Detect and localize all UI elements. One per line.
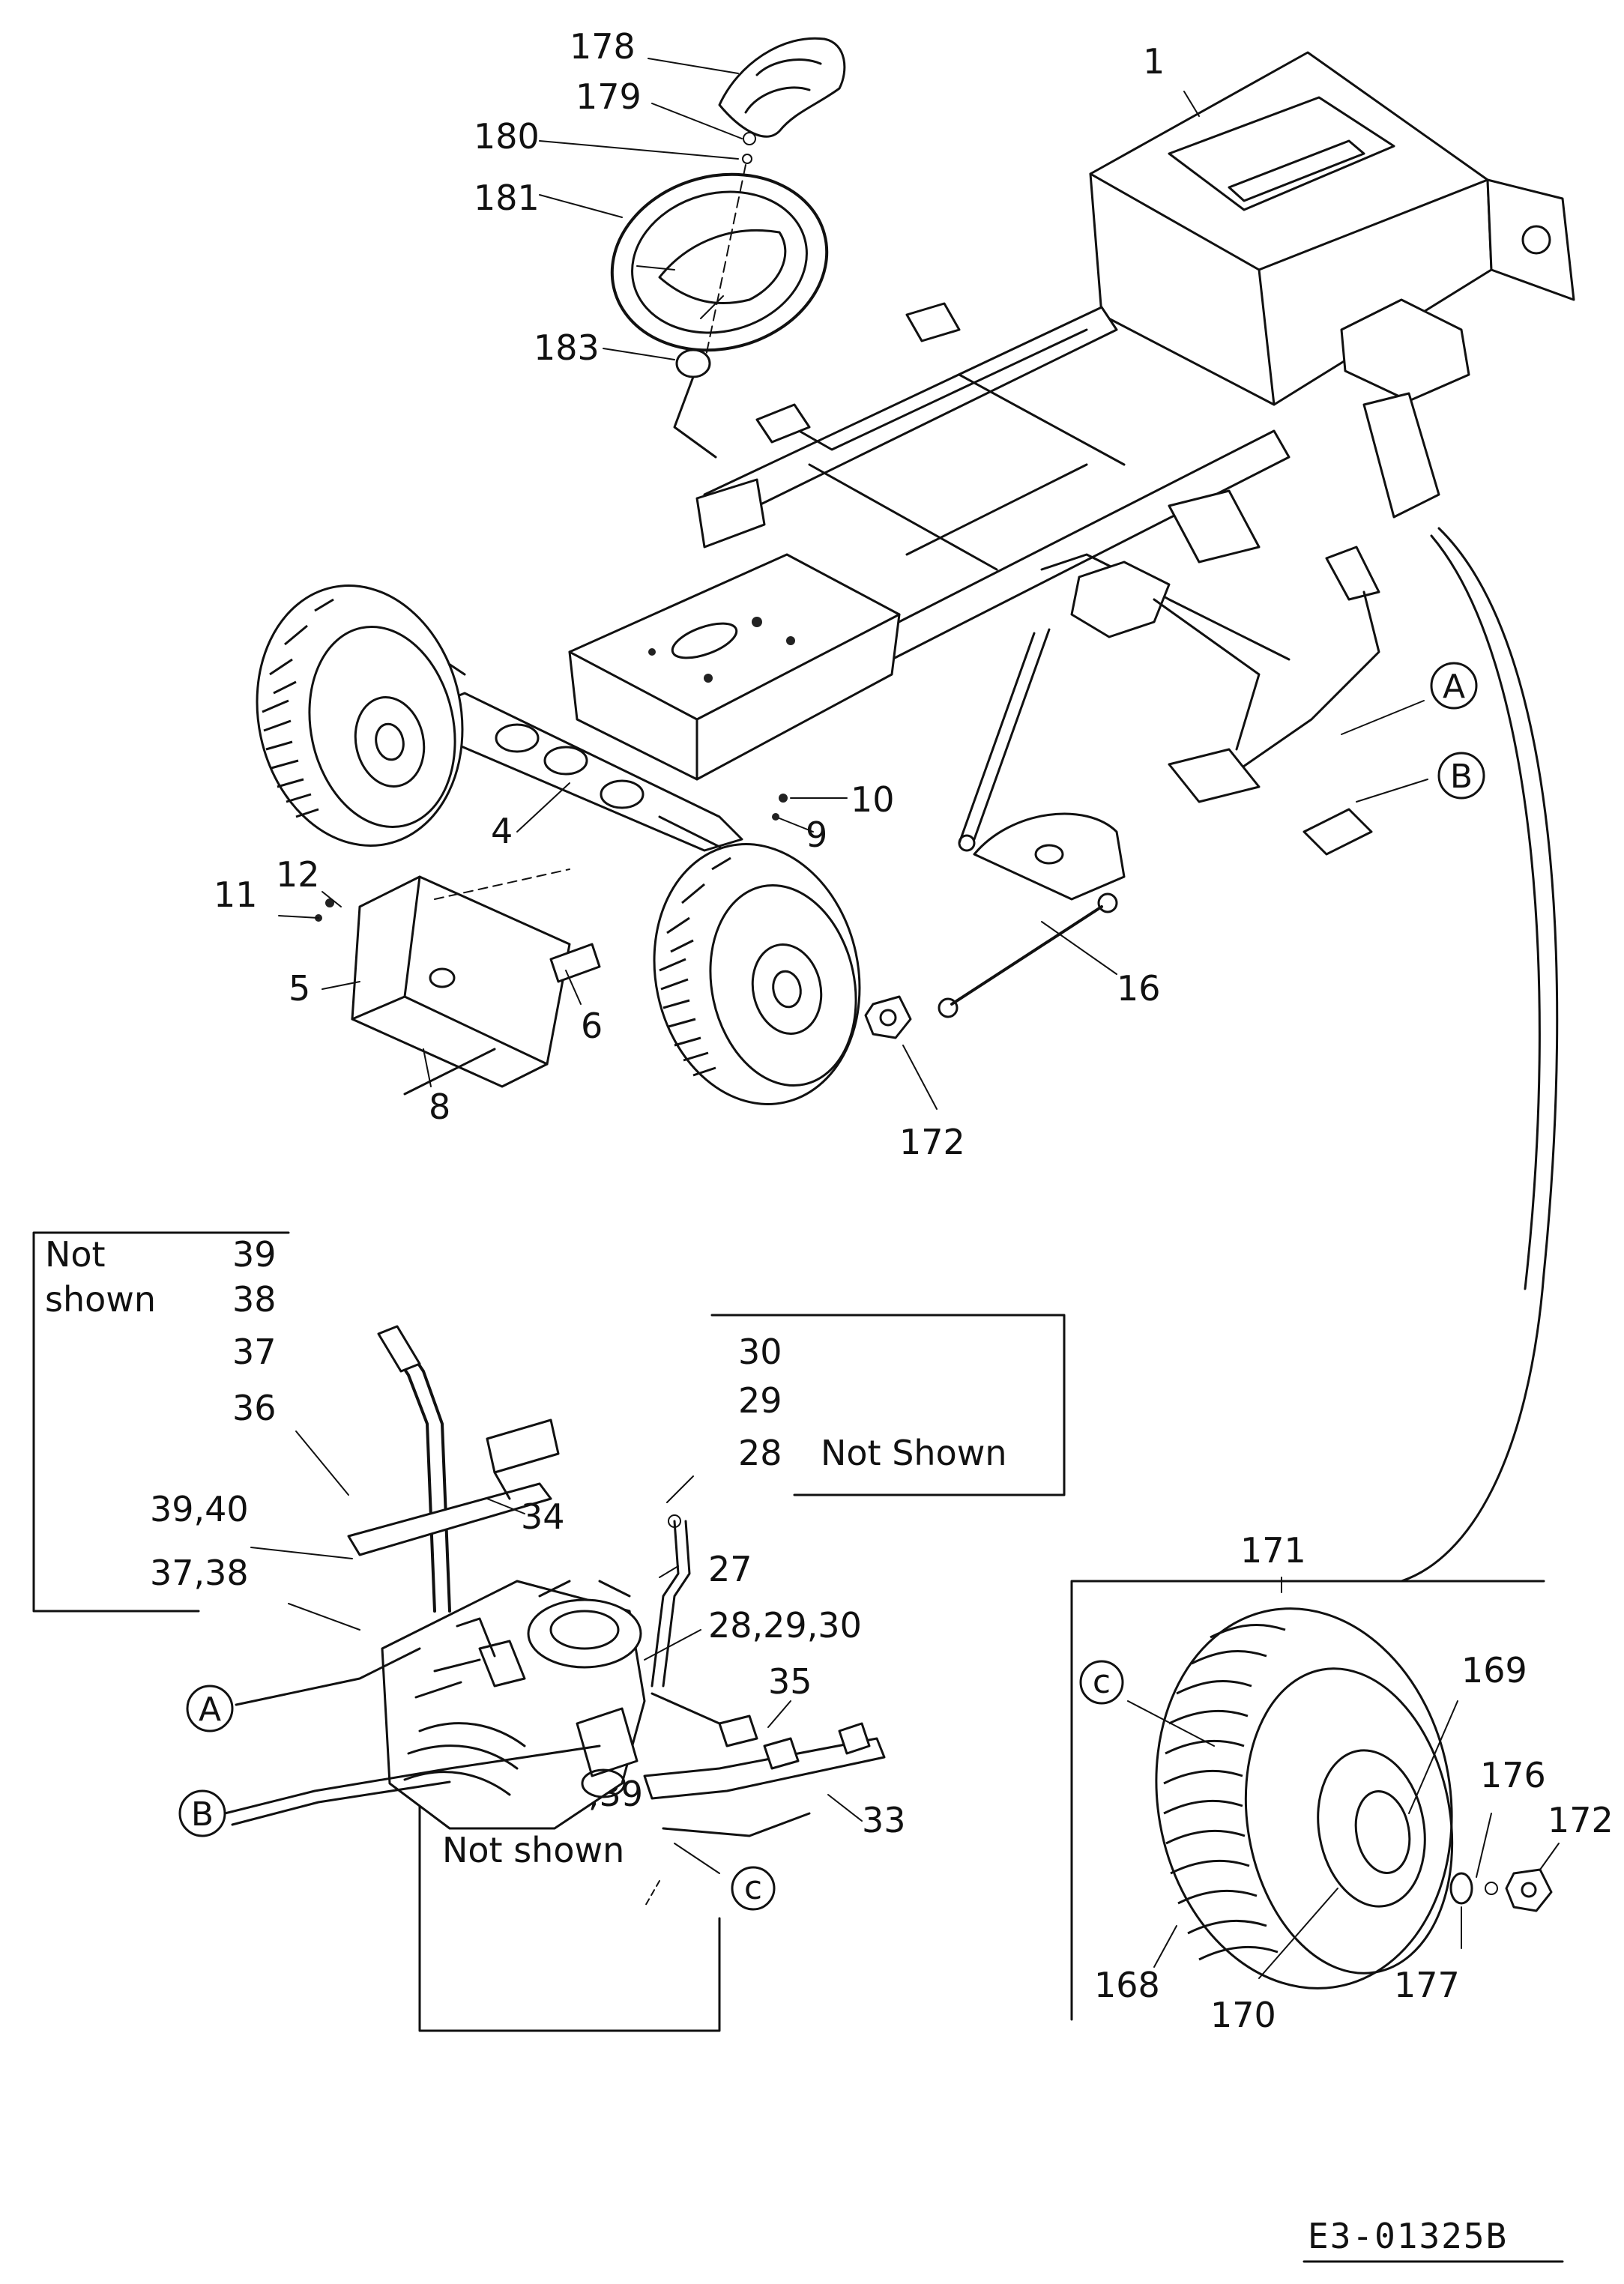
callout-37-38: 37,38 (150, 1553, 249, 1593)
circle-A-top: A (1430, 662, 1478, 710)
callout-A-top: A (1443, 668, 1465, 706)
callout-180: 180 (474, 116, 540, 157)
box-left-num-37: 37 (232, 1332, 277, 1372)
box-right-num-30: 30 (738, 1332, 782, 1372)
tie-rod (938, 892, 1118, 1018)
rear-wheel-leader (1400, 527, 1559, 1583)
callout-16: 16 (1117, 968, 1161, 1009)
cable-A (235, 1647, 421, 1706)
transaxle-body (381, 1580, 646, 1830)
callout-170: 170 (1210, 1995, 1276, 2035)
callout-183: 183 (534, 327, 600, 368)
control-rod-27-28 (650, 1514, 691, 1688)
steering-wheel (610, 172, 829, 352)
callout-11: 11 (214, 874, 258, 915)
callout-28: 28 (738, 1433, 782, 1473)
callout-169: 169 (1461, 1650, 1527, 1691)
tractor-frame (568, 51, 1575, 781)
callout-A-trans: A (199, 1691, 221, 1729)
not-shown-box-left: Not shown 39 38 37 (32, 1231, 290, 1613)
box-right-label: Not Shown (821, 1433, 1007, 1473)
callout-9: 9 (806, 815, 827, 855)
pedal-linkage (958, 546, 1380, 856)
drawing-code: E3-01325B (1308, 2216, 1508, 2256)
callout-28-29-30: 28,29,30 (708, 1605, 862, 1646)
fasteners-front (315, 794, 788, 922)
leader-lines-top (278, 58, 1428, 1110)
callout-8: 8 (429, 1087, 450, 1127)
front-wheel-left (256, 584, 464, 847)
part-labels: 178 179 180 181 183 1 10 9 4 12 11 5 6 8… (150, 26, 1614, 2035)
callout-C-trans: c (744, 1869, 762, 1907)
linkage-parts-35 (650, 1692, 800, 1770)
steering-cap (718, 37, 846, 138)
shift-lever (377, 1325, 451, 1613)
callout-171: 171 (1240, 1530, 1306, 1571)
callout-35: 35 (768, 1661, 812, 1702)
shift-bracket (347, 1419, 560, 1556)
callout-C-inset: c (1093, 1663, 1111, 1701)
callout-178: 178 (570, 26, 636, 67)
box-left-title-1: Not (45, 1234, 106, 1275)
brake-sector (973, 812, 1126, 901)
callout-1: 1 (1143, 41, 1165, 82)
callout-176: 176 (1480, 1755, 1546, 1795)
circle-C-trans: c (731, 1866, 776, 1911)
callout-6: 6 (581, 1006, 603, 1046)
leader-lines-trans (250, 1430, 863, 1908)
circle-C-inset: c (1079, 1660, 1124, 1705)
callout-172-inset: 172 (1548, 1800, 1614, 1840)
callout-179: 179 (576, 76, 642, 117)
callout-39-40: 39,40 (150, 1489, 249, 1529)
callout-27: 27 (708, 1549, 752, 1589)
callout-4: 4 (491, 811, 513, 851)
callout-5: 5 (289, 968, 310, 1009)
callout-172-top: 172 (899, 1122, 965, 1162)
leader-lines-inset (1127, 1577, 1560, 1979)
rear-wheel-tire (1155, 1607, 1454, 1990)
box-right-num-29: 29 (738, 1380, 782, 1421)
box-bottom-label: Not shown (442, 1830, 624, 1870)
callout-34: 34 (521, 1496, 565, 1537)
circle-A-trans: A (186, 1685, 234, 1732)
steering-hub-parts (705, 132, 756, 357)
axle-shaft (643, 1722, 886, 1837)
box-left-title-2: shown (45, 1279, 156, 1320)
rear-wheel-hardware (1449, 1868, 1553, 1912)
cable-B (223, 1744, 601, 1826)
callout-B-top: B (1450, 758, 1473, 796)
circle-B-top: B (1437, 752, 1485, 800)
callout-168: 168 (1094, 1965, 1160, 2005)
callout-177: 177 (1394, 1965, 1460, 2005)
pulley-fan (456, 1617, 526, 1688)
not-shown-box-right: 30 29 Not Shown (710, 1314, 1066, 1496)
steering-bushing (673, 348, 717, 459)
callout-181: 181 (474, 178, 540, 218)
callout-B-trans: B (191, 1795, 214, 1834)
front-skid-plate (351, 868, 601, 1096)
drawing-number: E3-01325B (1302, 2216, 1564, 2263)
callout-12: 12 (276, 854, 320, 895)
front-wheel-right (653, 843, 861, 1105)
wheel-nut-front (864, 995, 912, 1039)
box-left-num-38: 38 (232, 1279, 277, 1320)
circle-B-trans: B (178, 1789, 226, 1837)
callout-36: 36 (232, 1388, 277, 1428)
callout-33: 33 (862, 1800, 906, 1840)
box-left-num-39: 39 (232, 1234, 277, 1275)
callout-10: 10 (851, 779, 895, 820)
rear-wheel-inset-frame (1070, 1580, 1545, 2021)
